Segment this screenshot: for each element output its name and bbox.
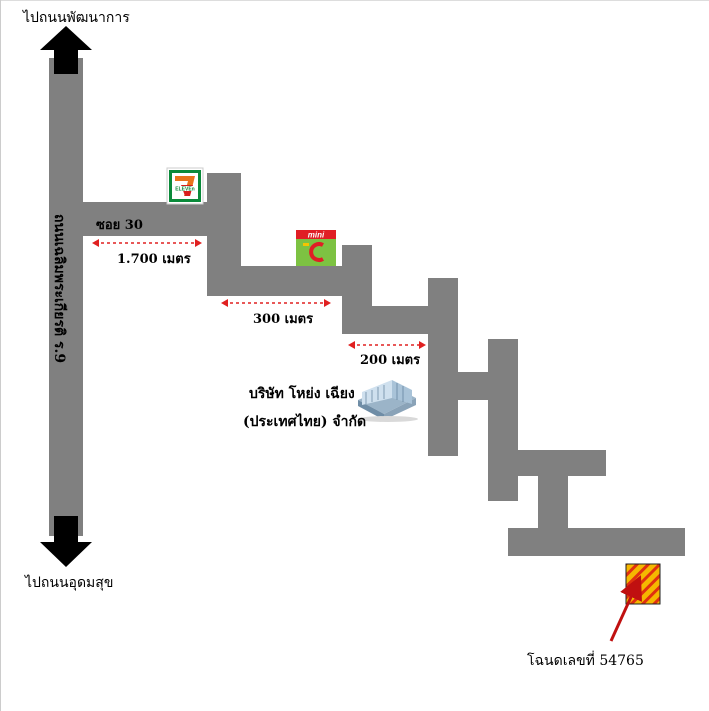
seven-eleven-icon: ELEVEn	[166, 167, 204, 205]
soi-segment-11	[508, 528, 685, 556]
deed-number-label: โฉนดเลขที่ 54765	[527, 653, 644, 669]
distance-label-3: 200 เมตร	[360, 353, 421, 368]
north-direction-label: ไปถนนพัฒนาการ	[23, 10, 130, 26]
south-direction-label: ไปถนนอุดมสุข	[25, 575, 114, 591]
soi-segment-8	[488, 339, 518, 501]
left-border	[0, 0, 1, 711]
soi-segment-9	[518, 450, 606, 476]
distance-label-1: 1.700 เมตร	[117, 252, 191, 267]
distance-label-2: 300 เมตร	[253, 312, 314, 327]
building-icon	[358, 380, 418, 422]
arrow-down-icon	[40, 516, 92, 567]
mini-big-c-logo-text: mini	[308, 231, 325, 240]
soi-label: ซอย 30	[96, 218, 143, 233]
company-name-line2: (ประเทศไทย) จำกัด	[243, 414, 367, 430]
road-network	[49, 58, 685, 556]
arrow-up-icon	[40, 26, 92, 74]
soi-segment-6	[428, 278, 458, 456]
main-road	[49, 58, 83, 536]
mini-big-c-icon: mini	[296, 230, 336, 266]
soi-segment-10	[538, 476, 568, 530]
plot-pointer-arrow	[609, 575, 642, 642]
main-road-label: ถนนเฉลิมพระเกียรติ ร.9	[51, 214, 67, 364]
company-name-line1: บริษัท โหย่ง เฉียง	[249, 386, 355, 402]
seven-eleven-logo-text: ELEVEn	[175, 187, 194, 193]
top-border	[0, 0, 709, 1]
